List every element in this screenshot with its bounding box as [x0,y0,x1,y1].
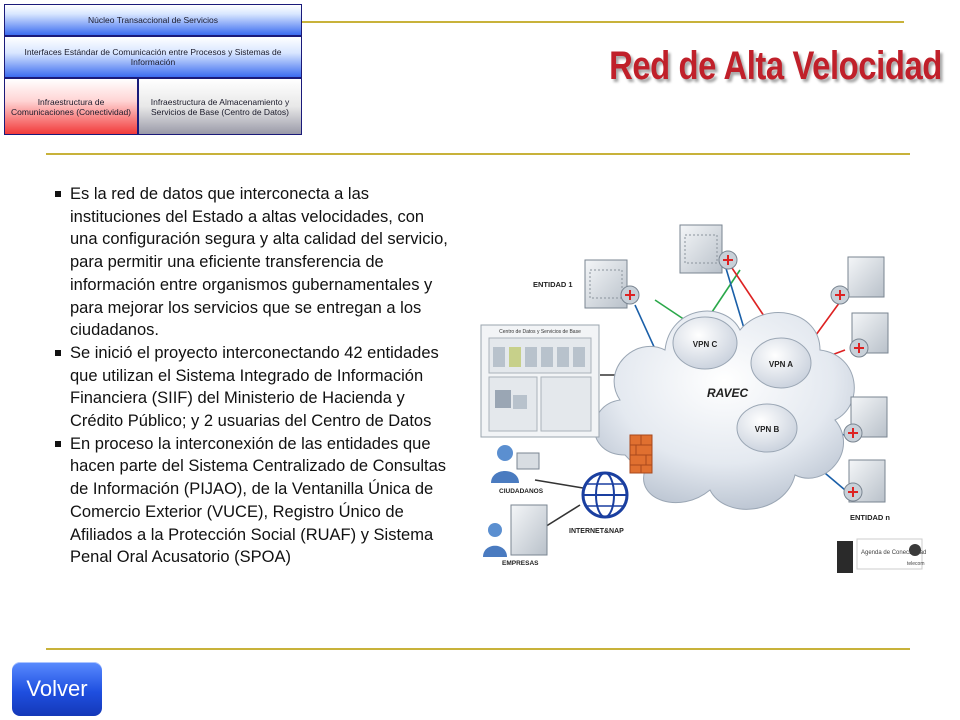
communications-box: Infraestructura de Comunicaciones (Conec… [4,78,138,135]
bullet-list: Es la red de datos que interconecta a la… [50,183,455,569]
top-rule [302,21,904,23]
logo-sub: telecom [907,561,925,567]
bullet-marker [55,349,61,356]
citizen-person-icon [491,445,540,483]
server-icon [830,256,885,305]
bullet-item-2: Se inició el proyecto interconectando 42… [50,342,455,433]
internet-label: INTERNET&NAP [569,528,624,535]
citizens-label: CIUDADANOS [499,488,544,495]
storage-label: Infraestructura de Almacenamiento y Serv… [150,96,290,117]
logo-text: Agenda de Conectividad [861,550,926,556]
bullet-marker [55,191,61,197]
bottom-rule [46,648,910,650]
bullet-item-1: Es la red de datos que interconecta a la… [50,183,455,342]
datacenter-title: Centro de Datos y Servicios de Base [499,329,581,335]
server-icon [679,224,738,274]
entity-1-label: ENTIDAD 1 [533,280,573,289]
storage-box: Infraestructura de Almacenamiento y Serv… [138,78,302,135]
back-button[interactable]: Volver [12,662,102,716]
entity-n-label: ENTIDAD n [850,513,890,522]
title-underline-rule [46,153,910,155]
vpn-b-bubble: VPN B [736,403,798,453]
vpn-c-label: VPN C [693,340,718,349]
interfaces-box: Interfaces Estándar de Comunicación entr… [4,36,302,78]
globe-icon [581,471,629,519]
agenda-conectividad-logo: Agenda de Conectividad telecom [837,538,926,573]
datacenter-panel: Centro de Datos y Servicios de Base [480,324,600,438]
vpn-a-bubble: VPN A [750,337,812,389]
vpn-a-label: VPN A [769,360,793,369]
core-services-box: Núcleo Transaccional de Servicios [4,4,302,36]
company-person-icon [483,504,548,557]
entity-1-server-icon [584,259,640,309]
bullet-text-3: En proceso la interconexión de las entid… [70,434,447,567]
firewall-icon [629,434,653,474]
bullet-item-3: En proceso la interconexión de las entid… [50,433,455,569]
bullet-marker [55,440,61,447]
companies-label: EMPRESAS [502,560,539,567]
entity-n-server-icon [843,459,886,503]
bullet-text-2: Se inició el proyecto interconectando 42… [70,343,439,431]
page-title: Red de Alta Velocidad [609,44,942,88]
vpn-c-bubble: VPN C [672,316,738,370]
vpn-b-label: VPN B [755,425,780,434]
server-icon [843,396,888,443]
core-services-label: Núcleo Transaccional de Servicios [88,15,218,25]
bullet-text-1: Es la red de datos que interconecta a la… [70,185,448,340]
communications-label: Infraestructura de Comunicaciones (Conec… [11,96,132,117]
network-diagram: VPN C VPN A VPN B RAVEC ENTIDAD 1 [480,224,926,573]
ravec-label: RAVEC [707,386,748,400]
server-icon [849,312,889,358]
interfaces-label: Interfaces Estándar de Comunicación entr… [24,47,282,67]
